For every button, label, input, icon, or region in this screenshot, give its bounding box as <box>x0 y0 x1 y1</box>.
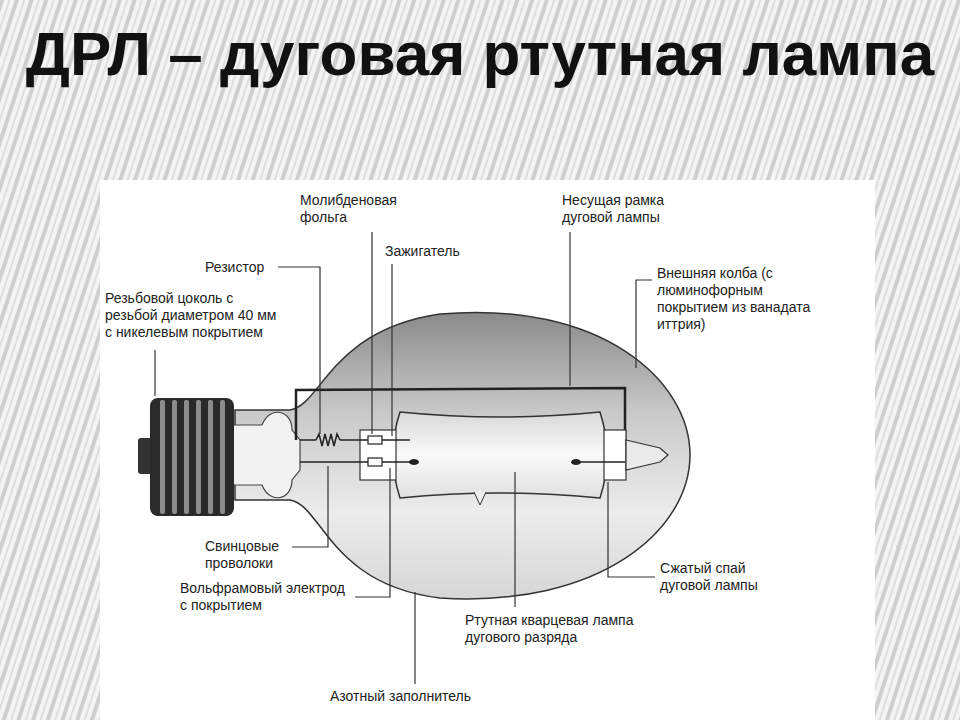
part-label: Вольфрамовый электрод с покрытием <box>180 580 352 614</box>
part-label: Резистор <box>205 259 285 276</box>
leader-line <box>569 232 570 386</box>
part-label: Внешняя колба (с люминофорным покрытием … <box>657 265 829 333</box>
white-panel <box>100 180 875 720</box>
igniter-electrode <box>382 439 410 441</box>
screw-thread <box>184 400 189 514</box>
glass-stem <box>232 412 300 497</box>
lead-wire <box>382 461 412 463</box>
leader-line <box>414 592 415 684</box>
leader-line <box>278 267 320 434</box>
screw-thread <box>160 400 165 514</box>
tungsten-electrode <box>409 459 419 465</box>
leader-line <box>636 280 652 368</box>
part-label: Молибденовая фольга <box>300 192 405 226</box>
molybdenum-foil <box>368 458 382 466</box>
base-shell <box>150 398 234 516</box>
leader-line <box>292 466 328 547</box>
base-contact <box>138 438 152 474</box>
part-label: Зажигатель <box>385 243 485 260</box>
outer-bulb <box>235 312 690 598</box>
resistor-symbol <box>316 434 340 446</box>
part-label: Резьбовой цоколь с резьбой диаметром 40 … <box>105 290 287 341</box>
part-label: Сжатый спай дуговой лампы <box>660 560 790 594</box>
part-label: Свинцовые проволоки <box>205 538 315 572</box>
lead-wire <box>340 439 368 441</box>
end-support <box>626 440 668 470</box>
leader-line <box>391 264 392 436</box>
lead-wire <box>578 461 625 463</box>
leader-line <box>371 232 372 434</box>
pinch-seal <box>604 430 626 480</box>
tungsten-electrode <box>571 459 581 465</box>
screw-base <box>138 398 234 516</box>
screw-thread <box>208 400 213 514</box>
leader-line <box>514 472 515 607</box>
part-label: Азотный заполнитель <box>330 688 530 705</box>
arc-tube <box>393 412 607 498</box>
screw-thread <box>172 400 177 514</box>
page-title: ДРЛ – дуговая ртутная лампа <box>0 18 960 90</box>
screw-thread <box>196 400 201 514</box>
leader-line <box>355 468 390 597</box>
leader-line <box>154 350 155 396</box>
screw-thread <box>220 400 225 514</box>
part-label: Несущая рамка дуговой лампы <box>562 192 702 226</box>
exhaust-tip <box>474 492 486 505</box>
lead-wire <box>300 439 316 441</box>
molybdenum-foil <box>368 436 382 444</box>
part-label: Ртутная кварцевая лампа дугового разряда <box>465 612 655 646</box>
lead-wire <box>300 461 368 463</box>
leader-line <box>608 482 655 577</box>
